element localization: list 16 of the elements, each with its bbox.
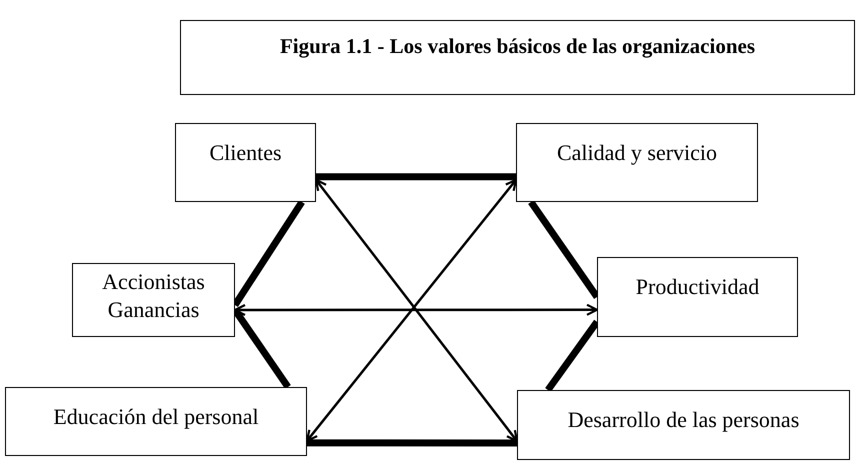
- box-label: Educación del personal: [52, 403, 260, 431]
- connector-line: [316, 173, 516, 180]
- value-box: [517, 390, 850, 460]
- box-label: Accionistas Ganancias: [101, 268, 206, 323]
- value-box: [597, 257, 798, 337]
- figure-title: Figura 1.1 - Los valores básicos de las organizaciones: [278, 33, 756, 60]
- box-label: Calidad y servicio: [556, 139, 718, 167]
- double-arrow: [234, 304, 598, 316]
- box-label: Clientes: [208, 139, 283, 167]
- value-box: [72, 263, 235, 337]
- box-label: Productividad: [634, 273, 760, 301]
- box-label: Desarrollo de las personas: [566, 406, 800, 434]
- value-box: [175, 123, 316, 202]
- value-box: [5, 387, 307, 456]
- connector-line: [307, 439, 517, 446]
- value-box: [516, 123, 758, 202]
